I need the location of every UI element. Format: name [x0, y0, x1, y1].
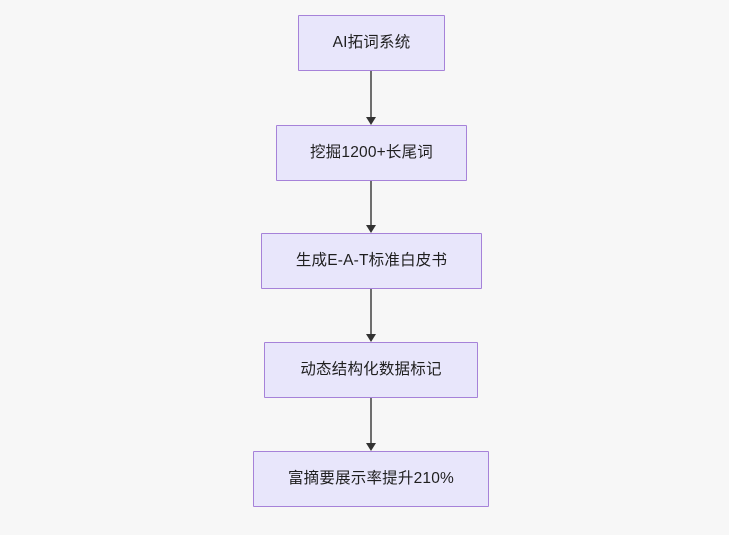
arrowhead-icon — [366, 225, 376, 233]
flowchart-node-4[interactable]: 动态结构化数据标记 — [264, 342, 478, 398]
flowchart-node-label: 动态结构化数据标记 — [300, 361, 442, 379]
arrowhead-icon — [366, 334, 376, 342]
flowchart-node-1[interactable]: AI拓词系统 — [298, 15, 445, 71]
flowchart-node-label: AI拓词系统 — [332, 34, 411, 52]
arrowhead-icon — [366, 443, 376, 451]
flowchart-node-5[interactable]: 富摘要展示率提升210% — [253, 451, 489, 507]
edge-line — [370, 398, 372, 444]
edge-line — [370, 289, 372, 335]
edge-line — [370, 71, 372, 118]
flowchart-node-label: 生成E-A-T标准白皮书 — [295, 252, 448, 270]
flowchart-node-label: 挖掘1200+长尾词 — [309, 144, 434, 162]
edge-line — [370, 181, 372, 226]
flowchart-node-2[interactable]: 挖掘1200+长尾词 — [276, 125, 467, 181]
flowchart-node-label: 富摘要展示率提升210% — [287, 470, 455, 488]
flowchart-node-3[interactable]: 生成E-A-T标准白皮书 — [261, 233, 482, 289]
arrowhead-icon — [366, 117, 376, 125]
